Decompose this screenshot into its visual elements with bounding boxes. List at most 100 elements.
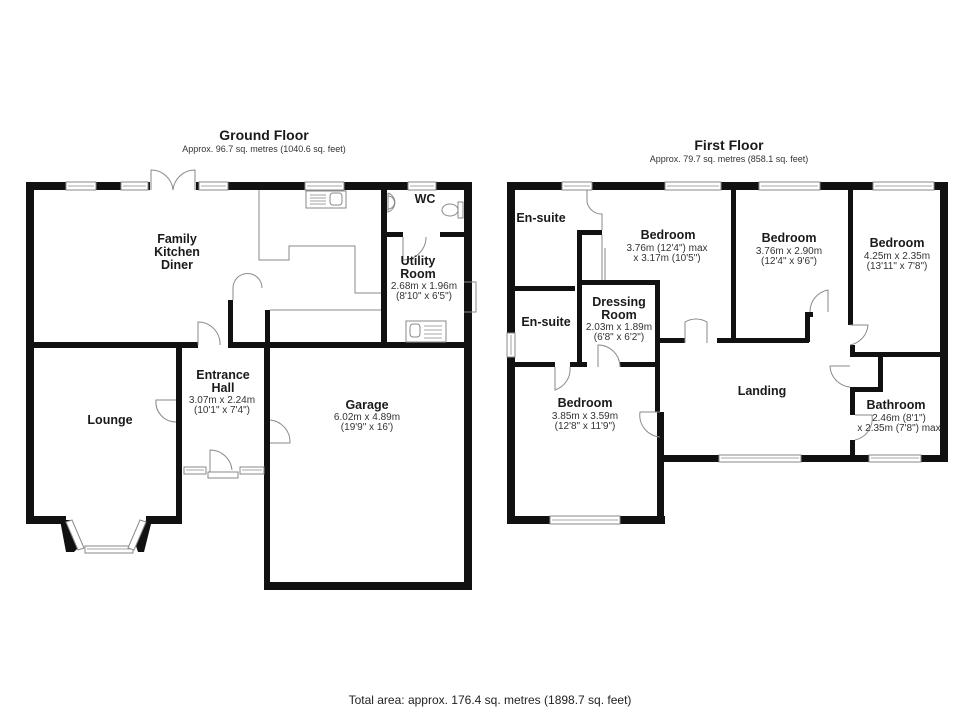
window [120,181,149,191]
svg-text:En-suite: En-suite [521,315,570,329]
wall-stub-2 [850,345,855,357]
wall-lounge-south-left [26,516,66,524]
svg-text:(13'11" x 7'8"): (13'11" x 7'8") [867,261,928,272]
wall-wc-south-left [387,232,403,237]
wall-ff-north [507,182,948,190]
bedroom2-door[interactable] [809,289,829,313]
front-door-threshold [207,471,239,479]
wall-bedroom4-east-lower [657,412,664,524]
svg-text:(10'1" x 7'4"): (10'1" x 7'4") [194,405,250,416]
svg-text:3.76m (12'4") max: 3.76m (12'4") max [626,243,707,254]
wall-utility-west [381,190,387,342]
front-door[interactable] [209,449,233,472]
wall-landing-top-left [660,338,685,343]
wall-lounge-hall [176,345,182,524]
room-garage: Garage 6.02m x 4.89m (19'9" x 16') [334,398,400,433]
first-floor-title: First Floor [694,137,764,153]
wardrobe-doors [601,235,606,280]
ensuite1-door[interactable] [586,190,603,230]
total-area: Total area: approx. 176.4 sq. metres (18… [349,693,632,707]
svg-text:Dressing: Dressing [592,295,646,309]
svg-text:x 2.35m (7'8") max: x 2.35m (7'8") max [857,423,940,434]
first-floor-area: Approx. 79.7 sq. metres (858.1 sq. feet) [650,154,809,164]
room-dressing-room: Dressing Room 2.03m x 1.89m (6'8" x 6'2"… [586,295,652,343]
basin-icon [387,192,396,213]
ground-floor-area: Approx. 96.7 sq. metres (1040.6 sq. feet… [182,144,346,154]
room-ensuite-1: En-suite [516,211,565,225]
bathroom-door[interactable] [854,414,873,441]
window [239,466,265,475]
svg-text:(12'4" x 9'6"): (12'4" x 9'6") [761,256,817,267]
wc-door[interactable] [402,236,427,261]
svg-text:Lounge: Lounge [87,413,132,427]
wall-dressing-south [620,362,660,367]
hall-to-kitchen-door[interactable] [197,321,221,346]
room-lounge: Lounge [87,413,132,427]
svg-text:4.25m x 2.35m: 4.25m x 2.35m [864,251,930,262]
svg-text:Bedroom: Bedroom [558,396,613,410]
window [506,332,516,358]
wall-bedroom2-step [805,312,810,342]
dressing-room-door[interactable] [597,344,621,368]
svg-text:3.76m x 2.90m: 3.76m x 2.90m [756,246,822,257]
svg-text:Kitchen: Kitchen [154,245,200,259]
french-door-left[interactable] [150,169,174,191]
window [561,181,593,191]
utility-side-door[interactable] [464,281,477,313]
ground-floor-plan: Ground Floor Approx. 96.7 sq. metres (10… [26,127,477,590]
lounge-door[interactable] [155,399,177,423]
svg-text:2.03m x 1.89m: 2.03m x 1.89m [586,322,652,333]
wall-hall-garage [264,345,270,590]
svg-text:Room: Room [400,267,435,281]
window [183,466,207,475]
wall-bathroom-jog [878,352,883,388]
room-family-kitchen-diner: Family Kitchen Diner [154,232,200,272]
svg-text:6.02m x 4.89m: 6.02m x 4.89m [334,412,400,423]
wall-dressing-top [582,280,660,285]
wall-hall-cupboard [228,300,233,344]
bedroom3-door[interactable] [849,324,869,346]
window [65,181,97,191]
svg-text:Entrance: Entrance [196,368,250,382]
wall-bedroom2-bedroom3 [848,190,853,325]
french-door-opening [150,182,196,190]
svg-text:WC: WC [415,192,436,206]
garage-door[interactable] [269,419,291,444]
kitchen-door[interactable] [232,273,263,301]
wall-gf-north [26,182,472,190]
wall-kitchen-south [34,342,198,348]
wall-bedroom3-south [850,352,948,357]
window [304,181,345,191]
wall-ff-south-landing [657,455,948,462]
svg-text:3.85m x 3.59m: 3.85m x 3.59m [552,411,618,422]
bedroom1-door[interactable] [684,318,708,343]
svg-text:Utility: Utility [401,254,436,268]
svg-text:Bathroom: Bathroom [866,398,925,412]
wall-kitchen-south-right [228,342,464,348]
room-bedroom-4: Bedroom 3.85m x 3.59m (12'8" x 11'9") [552,396,618,432]
ground-floor-title: Ground Floor [219,127,309,143]
window [664,181,722,191]
window [198,181,229,191]
room-ensuite-2: En-suite [521,315,570,329]
cupboard-door[interactable] [829,365,851,388]
french-door-right[interactable] [172,169,196,191]
svg-text:Hall: Hall [212,381,235,395]
bedroom4-door[interactable] [639,411,661,438]
room-bedroom-3: Bedroom 4.25m x 2.35m (13'11" x 7'8") [864,236,930,272]
svg-text:3.07m x 2.24m: 3.07m x 2.24m [189,395,255,406]
svg-text:x 3.17m (10'5"): x 3.17m (10'5") [633,253,700,264]
kitchen-sink-icon [305,190,347,209]
svg-text:(6'8" x 6'2"): (6'8" x 6'2") [594,332,644,343]
room-landing: Landing [738,384,787,398]
svg-text:Garage: Garage [345,398,388,412]
wall-bedroom1-bedroom2 [731,190,736,340]
wall-ensuite-divider [515,286,575,291]
svg-text:Bedroom: Bedroom [870,236,925,250]
svg-text:(12'8" x 11'9"): (12'8" x 11'9") [555,421,616,432]
wall-bathroom-west-lower [850,440,855,460]
room-entrance-hall: Entrance Hall 3.07m x 2.24m (10'1" x 7'4… [189,368,255,416]
ensuite2-door[interactable] [554,366,571,391]
kitchen-worktop [258,190,381,294]
svg-text:2.68m x 1.96m: 2.68m x 1.96m [391,281,457,292]
